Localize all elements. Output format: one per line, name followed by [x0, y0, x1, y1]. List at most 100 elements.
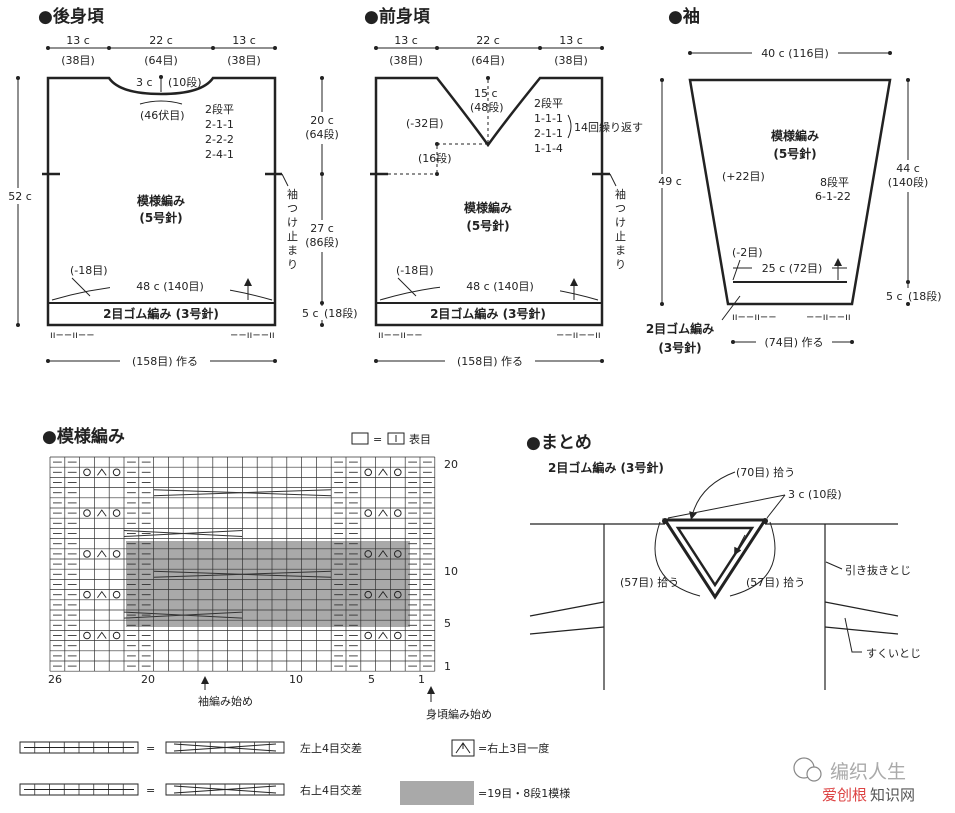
back-dec-4: 2-4-1: [205, 148, 234, 161]
back-width-right: 13 c: [232, 34, 256, 47]
sleeve-inc-rule-2: 6-1-22: [815, 190, 851, 203]
front-rib-symbols-left: ıı−−ıı−−: [378, 330, 423, 341]
sleeve-rib-1: 2目ゴム編み: [646, 321, 714, 336]
front-center-pick: (16段): [418, 151, 452, 165]
sleeve-rib-2: (3号針): [658, 340, 701, 355]
front-width-left-sts: (38目): [389, 54, 423, 67]
finish-pick-left: (57目) 拾う: [620, 575, 679, 589]
finish-v-drop: 3 c (10段): [788, 487, 842, 501]
front-title: ●前身頃: [364, 6, 431, 27]
sleeve-cast-on: (74目) 作る: [764, 336, 823, 349]
back-height-rib-rows: (18段): [324, 306, 358, 320]
sleeve-rib-symbols-right: −−ıı−−ıı: [806, 312, 851, 323]
legend-repeat-swatch: [400, 781, 474, 805]
chart-row-20: 20: [444, 458, 458, 471]
front-pattern-needle: (5号針): [466, 218, 509, 233]
repeat-area: [126, 541, 410, 627]
front-body-diagram: ●前身頃 13 c (38目) 22 c (64目) 13 c (38目) 15…: [364, 6, 643, 368]
watermark: 编织人生 爱创根 知识网: [793, 757, 915, 804]
chart-col-26: 26: [48, 673, 62, 686]
back-rib-symbols-right: −−ıı−−ıı: [230, 330, 275, 341]
back-neck-drop: 3 c: [136, 76, 153, 89]
finishing-diagram: ●まとめ 2目ゴム編み (3号針) (70目) 拾う 3 c (10段) (57…: [526, 433, 921, 690]
back-height-rib: 5 c: [302, 307, 319, 320]
sleeve-height-body: 44 c: [896, 162, 920, 175]
legend-repeat: =19目・8段1模様: [478, 786, 570, 800]
back-neck-rows: (10段): [168, 75, 202, 89]
sleeve-height-rib: 5 c: [886, 290, 903, 303]
sleeve-inc-rule-1: 8段平: [820, 175, 849, 189]
legend-k3tog: =右上3目一度: [478, 741, 549, 755]
chart-start-body: 身頃編み始め: [426, 707, 492, 721]
chart-row-10: 10: [444, 565, 458, 578]
chart-row-5: 5: [444, 617, 451, 630]
front-width-left: 13 c: [394, 34, 418, 47]
chart-start-sleeve: 袖編み始め: [198, 694, 253, 708]
back-height-body-rows: (86段): [305, 235, 339, 249]
front-cast-on: (158目) 作る: [457, 355, 523, 368]
back-width-mid-sts: (64目): [144, 54, 178, 67]
front-width-mid: 22 c: [476, 34, 500, 47]
legend-eq-2: =: [146, 784, 155, 797]
back-width-left: 13 c: [66, 34, 90, 47]
sleeve-rib-symbols-left: ıı−−ıı−−: [732, 312, 777, 323]
chart-col-5: 5: [368, 673, 375, 686]
finish-mattress: すくいとじ: [866, 647, 921, 660]
back-cast-on: (158目) 作る: [132, 355, 198, 368]
front-dec-3: 2-1-1: [534, 127, 563, 140]
right-cross-symbol-row: = 右上4目交差: [19, 783, 362, 797]
front-v-rows: (48段): [470, 100, 504, 114]
back-pattern-needle: (5号針): [139, 210, 182, 225]
sleeve-top-width: 40 c (116目): [761, 47, 829, 60]
chart-col-20: 20: [141, 673, 155, 686]
back-title: ●後身頃: [38, 6, 105, 27]
front-v-depth: 15 c: [474, 87, 498, 100]
sleeve-height-body-rows: (140段): [888, 175, 929, 189]
front-width-right: 13 c: [559, 34, 583, 47]
back-body-diagram: ●後身頃 13 c (38目) 22 c (64目) 13 c (38目) 3 …: [6, 6, 370, 368]
sleeve-title: ●袖: [668, 6, 700, 27]
finish-pick-right: (57目) 拾う: [746, 575, 805, 589]
sleeve-pattern: 模様編み: [771, 128, 819, 143]
watermark-line3: 知识网: [870, 786, 915, 804]
finish-pick-back: (70目) 拾う: [736, 465, 795, 479]
sleeve-diagram: ●袖 40 c (116目) 模様編み (5号針) (+22目) 8段平 6-1…: [646, 6, 952, 355]
front-rib-symbols-right: −−ıı−−ıı: [556, 330, 601, 341]
back-width-mid: 22 c: [149, 34, 173, 47]
front-repeat: 14回繰り返す: [574, 120, 643, 134]
finish-title: ●まとめ: [526, 433, 592, 453]
legend-left-cross: 左上4目交差: [300, 741, 362, 755]
back-width-total: 48 c (140目): [136, 280, 204, 293]
legend-eq-1: =: [146, 742, 155, 755]
back-dec-1: 2段平: [205, 102, 234, 116]
chart-col-10: 10: [289, 673, 303, 686]
front-width-right-sts: (38目): [554, 54, 588, 67]
chart-legend-eq: =: [373, 433, 382, 446]
sleeve-height-rib-rows: (18段): [908, 289, 942, 303]
back-height-body: 27 c: [310, 222, 334, 235]
sleeve-cuff-width: 25 c (72目): [762, 262, 823, 275]
back-height-total: 52 c: [8, 190, 32, 203]
back-armhole-mark: 袖つけ止まり: [287, 187, 298, 271]
chart-col-1: 1: [418, 673, 425, 686]
chart-legend-knit: 表目: [409, 432, 431, 446]
front-width-mid-sts: (64目): [471, 54, 505, 67]
symbol-legend: = 左上4目交差 = 右上4目交差 =右上3目一度 =19目・8段1模様: [19, 739, 570, 805]
front-dec-2: 1-1-1: [534, 112, 563, 125]
sleeve-inc: (+22目): [722, 170, 765, 183]
front-armhole-mark: 袖つけ止まり: [615, 187, 626, 271]
back-rib-label: 2目ゴム編み (3号針): [103, 306, 219, 321]
back-width-left-sts: (38目): [61, 54, 95, 67]
back-neck-bind: (46伏目): [140, 108, 185, 122]
stitch-chart: ●模様編み = 表目 20 10 5 1 26 20 10 5 1 袖編み始め …: [42, 426, 492, 721]
back-width-right-sts: (38目): [227, 54, 261, 67]
front-dec-4: 1-1-4: [534, 142, 563, 155]
back-rib-symbols-left: ıı−−ıı−−: [50, 330, 95, 341]
watermark-line2: 爱创根: [822, 786, 867, 804]
front-hem-dec: (-18目): [396, 264, 434, 277]
front-rib-label: 2目ゴム編み (3号針): [430, 306, 546, 321]
front-pattern: 模様編み: [464, 200, 512, 215]
watermark-line1: 编织人生: [830, 761, 906, 783]
back-hem-dec: (-18目): [70, 264, 108, 277]
